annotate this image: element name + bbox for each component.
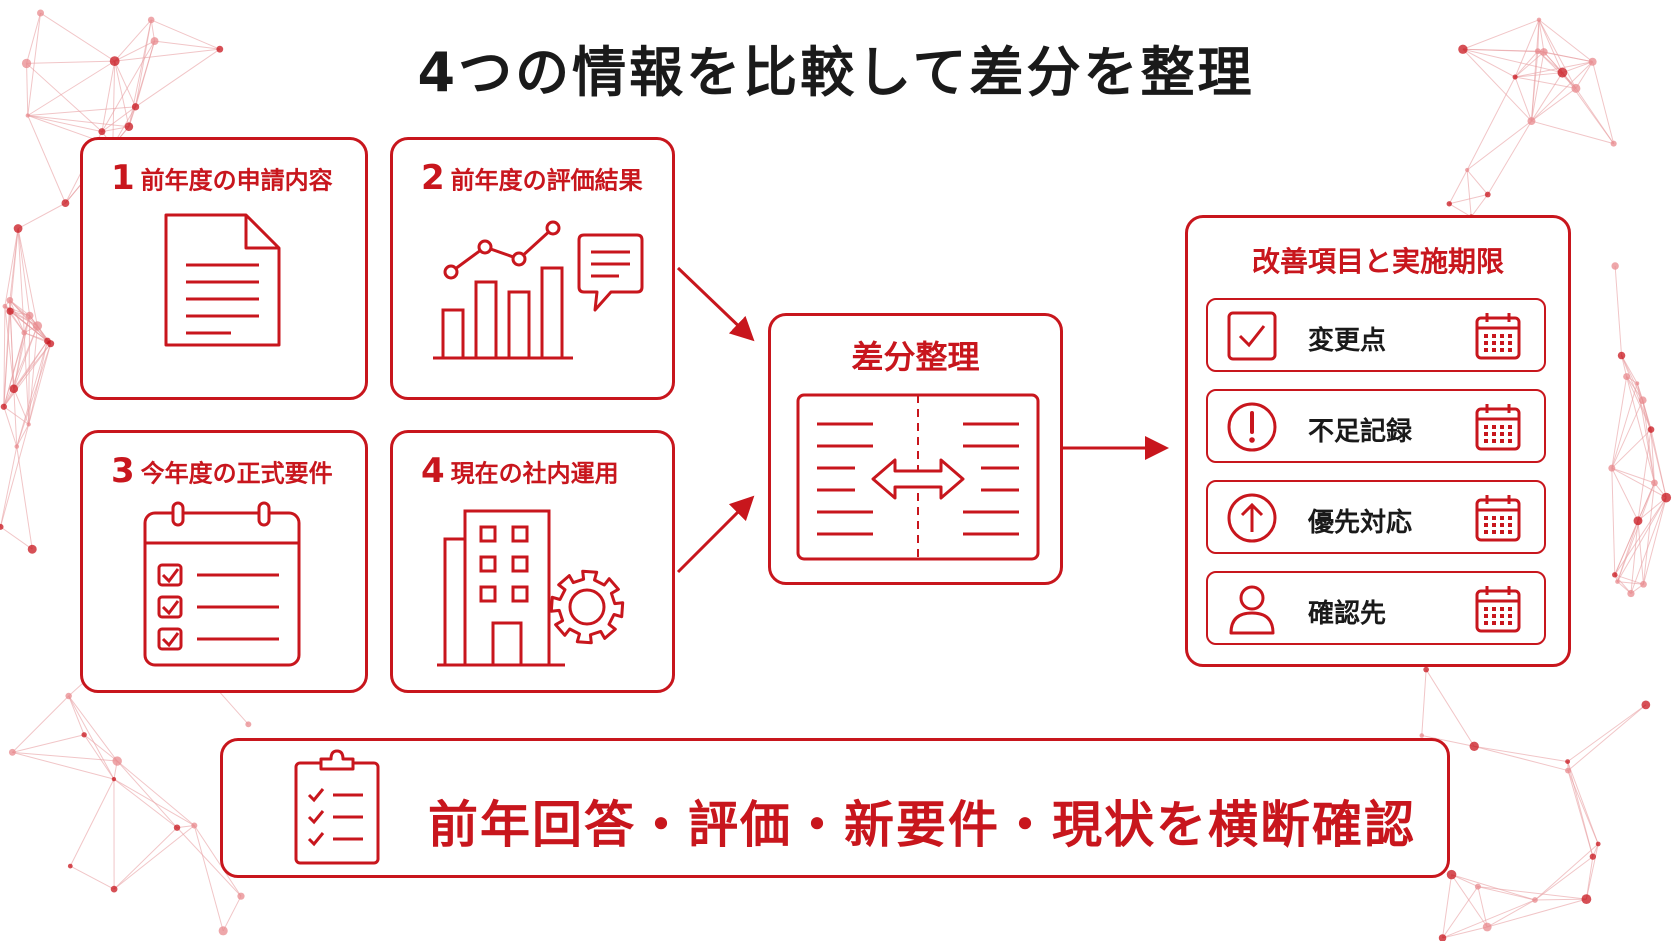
output-item-missing-records: 不足記録 [1206,389,1546,463]
output-box: 改善項目と実施期限 変更点 不足記録 優先対応 [1185,215,1571,667]
summary-box: 前年回答・評価・新要件・現状を横断確認 [220,738,1450,878]
diff-organize-box: 差分整理 [768,313,1063,585]
document-icon [164,213,281,347]
output-item-priority: 優先対応 [1206,480,1546,554]
input-label: 前年度の評価結果 [450,166,643,195]
checkbox-icon [1227,311,1277,361]
page-title: 4つの情報を比較して差分を整理 [417,41,1255,104]
output-item-label: 不足記録 [1308,417,1413,447]
building-gear-icon [437,509,625,667]
arrow-input4-to-center [676,495,755,574]
summary-text: 前年回答・評価・新要件・現状を横断確認 [428,796,1416,854]
input-number: 4 [421,451,445,491]
output-title: 改善項目と実施期限 [1251,245,1504,278]
input-label: 前年度の申請内容 [140,166,333,195]
input-label: 現在の社内運用 [450,459,619,488]
output-item-label: 変更点 [1308,326,1387,356]
input-number: 2 [421,158,445,198]
calendar-icon [1475,586,1521,633]
input-number: 1 [111,158,135,198]
calendar-checklist-icon [143,501,301,667]
center-title: 差分整理 [851,338,980,376]
calendar-icon [1475,404,1521,451]
bar-chart-comment-icon [433,220,644,360]
person-icon [1229,585,1275,635]
arrow-input2-to-center [676,266,755,342]
output-item-changes: 変更点 [1206,298,1546,372]
exclamation-icon [1227,402,1277,452]
input-label: 今年度の正式要件 [140,459,333,488]
output-item-label: 確認先 [1308,599,1387,629]
output-item-label: 優先対応 [1308,508,1413,538]
clipboard-checklist-icon [294,749,380,865]
up-arrow-icon [1227,493,1277,543]
calendar-icon [1475,313,1521,360]
compare-arrows-icon [796,393,1040,561]
calendar-icon [1475,495,1521,542]
input-number: 3 [111,451,135,491]
output-item-contact: 確認先 [1206,571,1546,645]
